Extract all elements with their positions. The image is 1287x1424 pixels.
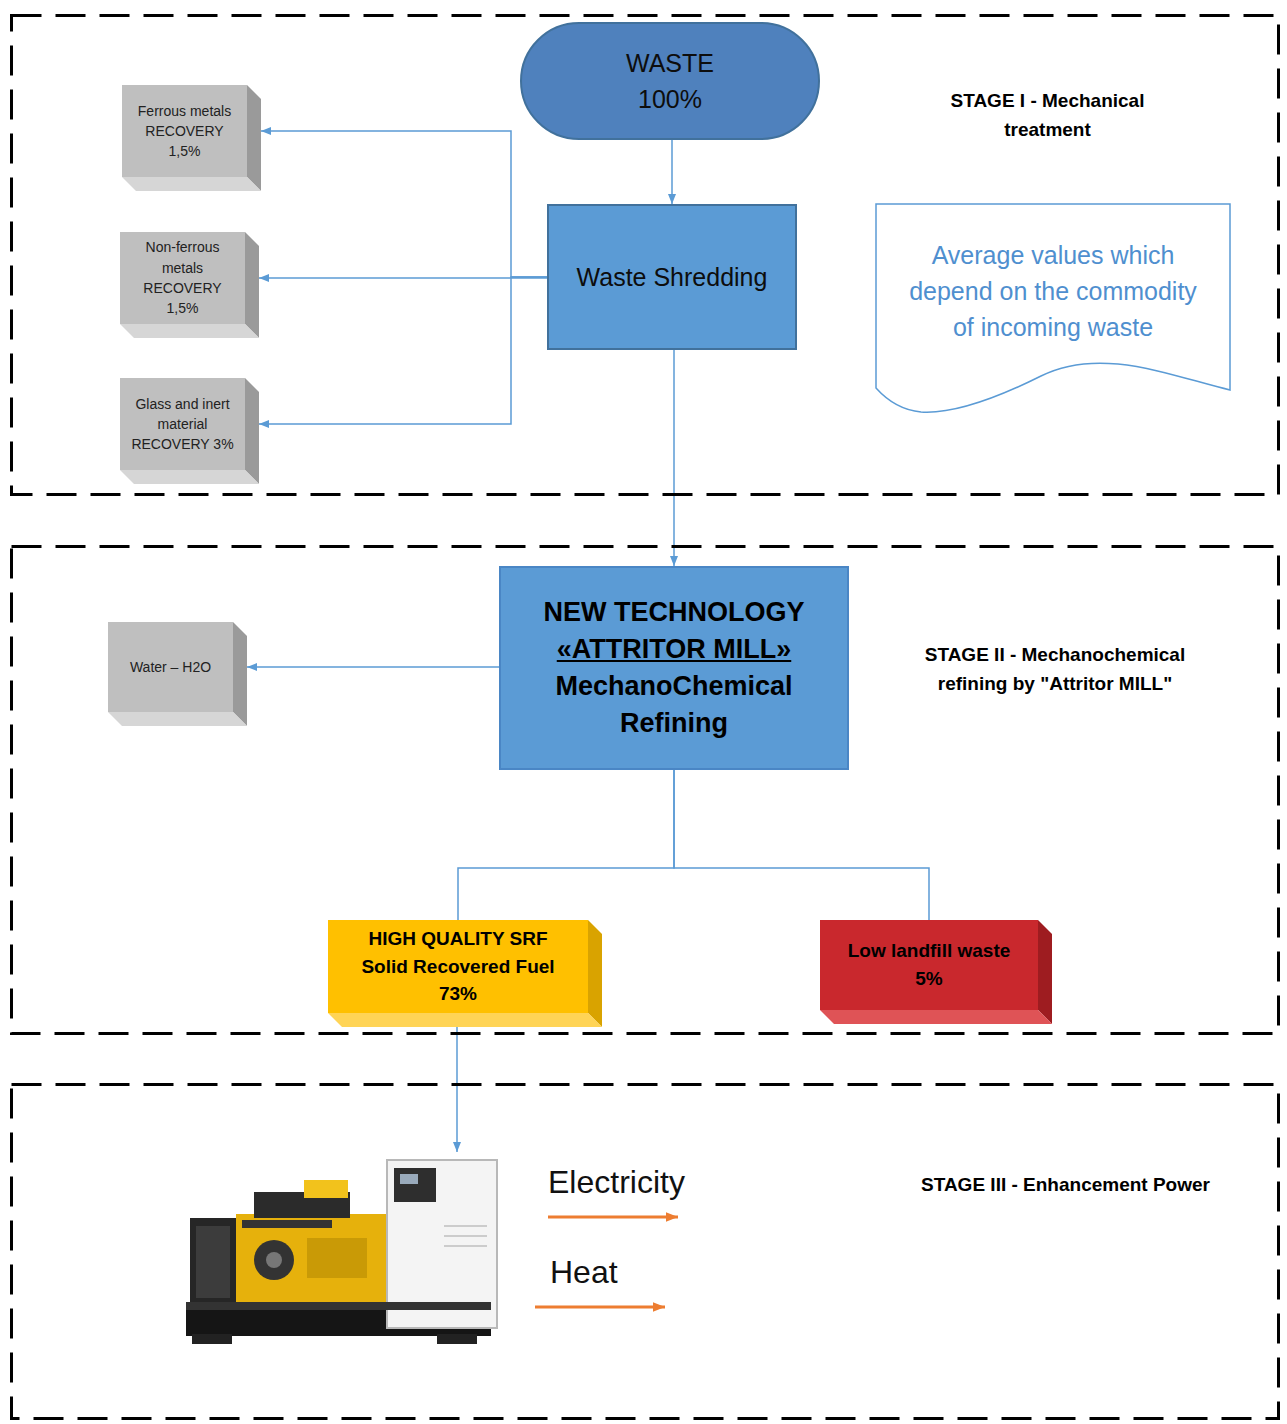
- control-panel: [394, 1168, 436, 1202]
- process-box: Waste Shredding: [547, 204, 797, 350]
- process-box: NEW TECHNOLOGY«ATTRITOR MILL»MechanoChem…: [499, 566, 849, 770]
- flow-connector: [247, 666, 499, 668]
- node-text: NEW TECHNOLOGY: [509, 594, 839, 631]
- node-text: WASTE 100%: [615, 45, 725, 118]
- output-box: Water – H2O: [108, 622, 247, 726]
- output-arrow: [548, 1216, 678, 1219]
- engine-cover: [304, 1180, 348, 1198]
- box-side: [588, 920, 602, 1027]
- box-face: Water – H2O: [108, 622, 233, 712]
- output-box: Non-ferrous metals RECOVERY 1,5%: [120, 232, 259, 338]
- stage-band: STAGE III - Enhancement Power: [10, 1083, 1280, 1420]
- dashed-border: [12, 547, 1279, 1034]
- box-face: Non-ferrous metals RECOVERY 1,5%: [120, 232, 245, 324]
- dashed-outline: [10, 1083, 1280, 1420]
- node-text: MechanoChemical Refining: [524, 668, 824, 742]
- engine-part: [307, 1238, 367, 1278]
- document-face: Average values which depend on the commo…: [875, 221, 1231, 361]
- node-text: «ATTRITOR MILL»: [509, 631, 839, 668]
- start-terminal: WASTE 100%: [520, 22, 820, 140]
- box-front: [122, 85, 247, 177]
- cabinet-vent: [444, 1235, 487, 1237]
- box-side: [122, 177, 261, 191]
- flow-connector: [458, 770, 674, 920]
- radiator-grille: [196, 1226, 230, 1298]
- output-box: Ferrous metals RECOVERY 1,5%: [122, 85, 261, 191]
- node-text: Waste Shredding: [557, 259, 787, 295]
- node-text: Non-ferrous metals RECOVERY 1,5%: [128, 237, 238, 318]
- box-front: [120, 378, 245, 470]
- note-document: Average values which depend on the commo…: [875, 203, 1231, 416]
- cabinet-vent: [444, 1225, 487, 1227]
- product-box: HIGH QUALITY SRF Solid Recovered Fuel 73…: [328, 920, 602, 1027]
- node-text: Water – H2O: [113, 657, 228, 677]
- flow-connector: [259, 277, 547, 424]
- flow-connector: [674, 770, 929, 920]
- box-front: [120, 232, 245, 324]
- box-side: [108, 712, 247, 726]
- flow-connector: [671, 140, 673, 204]
- engine-pipe: [242, 1220, 332, 1228]
- box-side: [233, 622, 247, 726]
- document-shape: [875, 203, 1231, 416]
- flow-connector: [673, 350, 675, 566]
- node-text: Glass and inert material RECOVERY 3%: [128, 394, 238, 455]
- stage-band: STAGE II - Mechanochemical refining by "…: [10, 545, 1280, 1035]
- cabinet-vent: [444, 1245, 487, 1247]
- engine-pulley: [266, 1252, 282, 1268]
- flow-connector: [259, 277, 547, 279]
- node-text: Low landfill waste 5%: [837, 937, 1022, 992]
- output-box: Glass and inert material RECOVERY 3%: [120, 378, 259, 484]
- node-text: Average values which depend on the commo…: [903, 237, 1203, 346]
- residue-box: Low landfill waste 5%: [820, 920, 1052, 1024]
- box-front: [108, 622, 233, 712]
- stage-label: STAGE II - Mechanochemical refining by "…: [900, 640, 1210, 699]
- node-text: Ferrous metals RECOVERY 1,5%: [130, 101, 240, 162]
- box-side: [247, 85, 261, 191]
- control-screen: [400, 1174, 418, 1184]
- generator-foot: [437, 1334, 477, 1344]
- generator-foot: [192, 1334, 232, 1344]
- box-side: [120, 324, 259, 338]
- output-label: Heat: [550, 1254, 618, 1291]
- node-text: HIGH QUALITY SRF Solid Recovered Fuel 73…: [346, 925, 571, 1008]
- output-arrow: [535, 1306, 665, 1309]
- box-side: [820, 1010, 1052, 1024]
- stage-band: STAGE I - Mechanical treatment WASTE 100%…: [10, 14, 1280, 496]
- output-label: Electricity: [548, 1164, 685, 1201]
- box-face: HIGH QUALITY SRF Solid Recovered Fuel 73…: [328, 920, 588, 1013]
- document-outline: [876, 204, 1230, 412]
- radiator: [190, 1218, 236, 1308]
- box-face: Low landfill waste 5%: [820, 920, 1038, 1010]
- fuel-arrow: [456, 1026, 458, 1152]
- box-front: [820, 920, 1038, 1010]
- engine-block: [236, 1214, 386, 1306]
- generator-illustration: [182, 1156, 512, 1361]
- base-rail: [186, 1302, 491, 1310]
- flow-connector: [261, 131, 547, 277]
- box-side: [328, 1013, 602, 1027]
- engine-pulley: [254, 1240, 294, 1280]
- stage-label: STAGE I - Mechanical treatment: [925, 86, 1170, 145]
- box-face: Ferrous metals RECOVERY 1,5%: [122, 85, 247, 177]
- box-side: [245, 378, 259, 484]
- box-front: [328, 920, 588, 1013]
- dashed-border: [12, 16, 1279, 495]
- dashed-border: [12, 1085, 1279, 1419]
- box-face: Glass and inert material RECOVERY 3%: [120, 378, 245, 470]
- stage-label: STAGE III - Enhancement Power: [893, 1170, 1238, 1199]
- box-side: [120, 470, 259, 484]
- box-side: [245, 232, 259, 338]
- box-side: [1038, 920, 1052, 1024]
